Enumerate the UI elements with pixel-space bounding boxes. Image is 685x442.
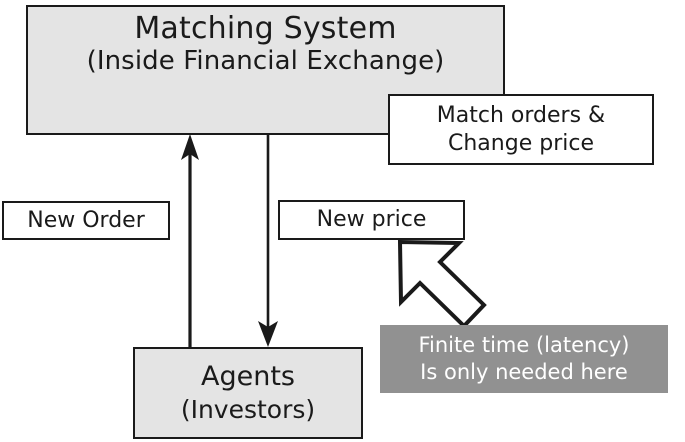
- matching-system-title: Matching System: [134, 11, 397, 46]
- latency-note-line-1: Finite time (latency): [418, 333, 630, 357]
- match-orders-line-2: Change price: [448, 130, 594, 156]
- new-order-callout: New Order: [2, 201, 170, 240]
- new-price-callout: New price: [278, 200, 465, 240]
- agents-node: Agents (Investors): [133, 347, 363, 439]
- matching-system-node: Matching System (Inside Financial Exchan…: [26, 5, 505, 135]
- latency-pointer-block-arrow: [397, 239, 487, 329]
- matching-system-subtitle: (Inside Financial Exchange): [86, 46, 445, 76]
- latency-note: Finite time (latency) Is only needed her…: [380, 325, 668, 393]
- match-orders-callout: Match orders & Change price: [388, 94, 654, 165]
- agents-title: Agents: [201, 361, 295, 392]
- new-price-label: New price: [316, 207, 427, 232]
- agents-subtitle: (Investors): [180, 395, 316, 424]
- new-order-label: New Order: [27, 207, 145, 233]
- match-orders-line-1: Match orders &: [436, 102, 606, 128]
- new-price-arrow: [258, 135, 278, 347]
- new-order-arrow: [181, 134, 199, 347]
- latency-note-line-2: Is only needed here: [420, 360, 628, 384]
